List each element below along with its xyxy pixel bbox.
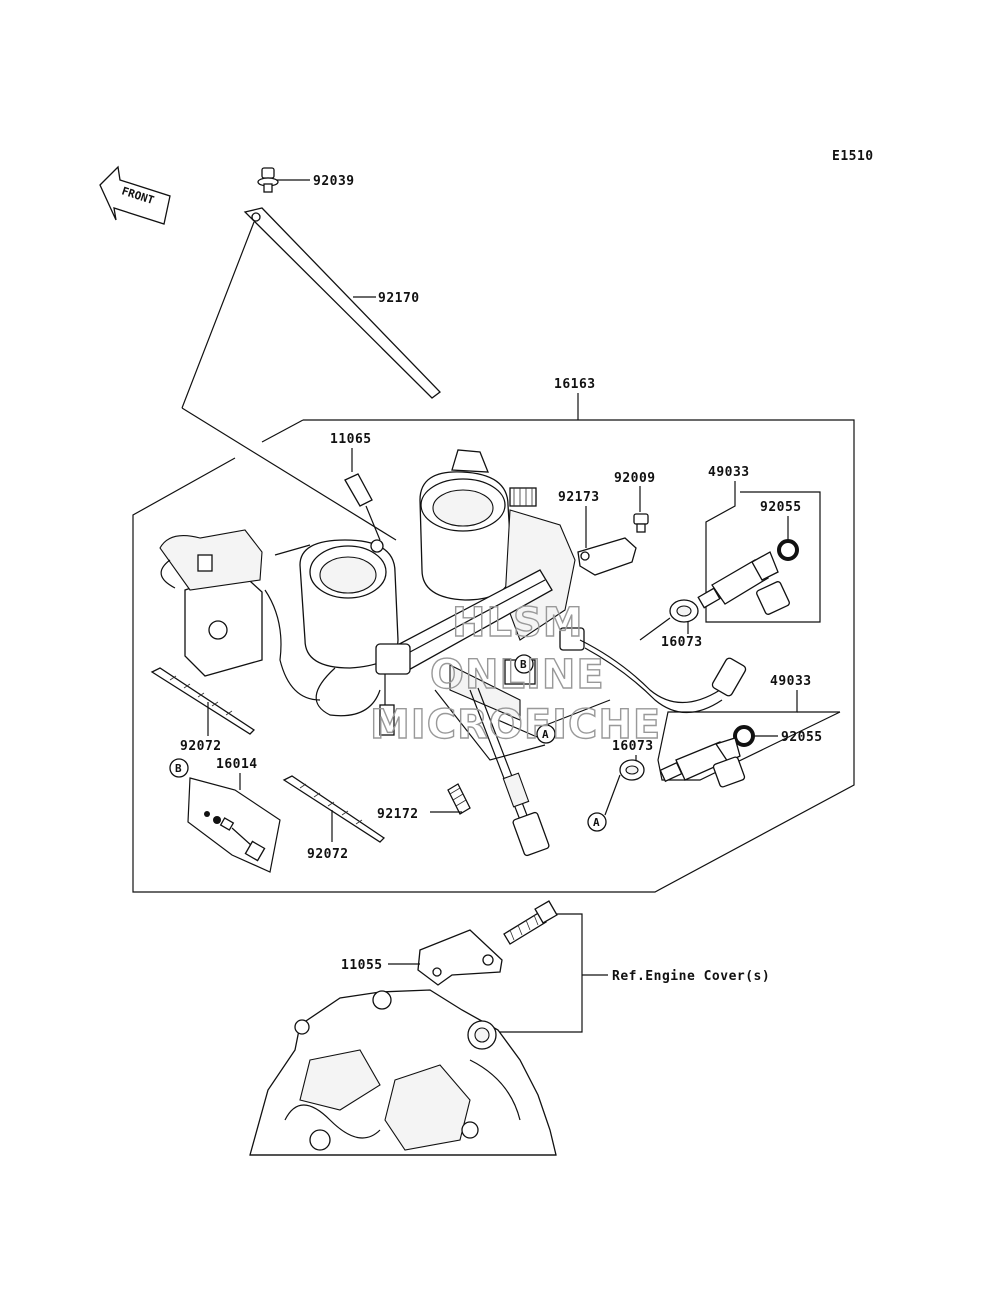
screw-kit-16014 [204,811,266,862]
diagram-code: E1510 [832,149,874,164]
part-label-92072-bottom: 92072 [307,847,349,862]
strap-92170 [243,207,441,399]
leader-line [639,617,671,641]
part-label-92173: 92173 [558,490,600,505]
watermark: HLSM ONLINE MICROFICHE [369,599,661,748]
svg-text:B: B [520,658,527,671]
svg-text:A: A [542,728,549,741]
front-arrow-icon: FRONT [99,165,171,225]
part-label-49033-upper: 49033 [708,465,750,480]
leader-line [497,719,538,738]
bracket-11055 [417,929,503,986]
injector-49033-lower [659,737,746,788]
leader-line [181,221,255,409]
callout-b-upper: B [514,654,534,674]
injector-49033-upper [697,551,790,615]
kit-box-16014 [187,777,281,873]
cable-tie-92072-bottom [282,775,386,843]
clamp-92173 [577,537,637,576]
assembly-boundary [132,419,855,893]
callout-a-lower: A [587,812,607,832]
part-label-92009: 92009 [614,471,656,486]
bolt-92172 [447,783,471,815]
part-label-92055-upper: 92055 [760,500,802,515]
cable-tie-92072-left [150,667,256,735]
reference-label: Ref.Engine Cover(s) [612,969,770,984]
part-label-16073-lower: 16073 [612,739,654,754]
svg-text:A: A [593,816,600,829]
part-label-92172: 92172 [377,807,419,822]
part-label-92072-left: 92072 [180,739,222,754]
part-label-16073-upper: 16073 [661,635,703,650]
o-ring-92055-upper [777,539,799,561]
leader-line [365,505,381,541]
part-label-49033-lower: 49033 [770,674,812,689]
engine-cover [249,989,557,1156]
bolt-engine-cover [503,900,558,945]
injector-group-box-upper [705,481,821,623]
part-label-92170: 92170 [378,291,420,306]
leader-line [181,407,397,541]
svg-text:MICROFICHE: MICROFICHE [370,702,661,748]
bolt-92039 [257,167,310,193]
svg-text:HLSM: HLSM [452,600,584,646]
leader-line [604,774,621,816]
seal-16073-upper [669,599,699,623]
assembly-boundary [261,419,304,443]
svg-text:B: B [175,762,182,775]
part-label-92039: 92039 [313,174,355,189]
part-label-92055-lower: 92055 [781,730,823,745]
part-label-16014: 16014 [216,757,258,772]
o-ring-92055-lower [733,725,755,747]
seal-16073-lower [619,759,645,781]
leader-line [486,913,583,1033]
leader-line [545,699,611,726]
screw-92009 [633,513,649,533]
plug-11065 [344,473,373,507]
part-label-16163: 16163 [554,377,596,392]
callout-b-lower: B [169,758,189,778]
part-label-11065: 11065 [330,432,372,447]
part-label-11055: 11055 [341,958,383,973]
svg-text:ONLINE: ONLINE [430,652,605,698]
throttle-body-assembly [159,449,747,857]
